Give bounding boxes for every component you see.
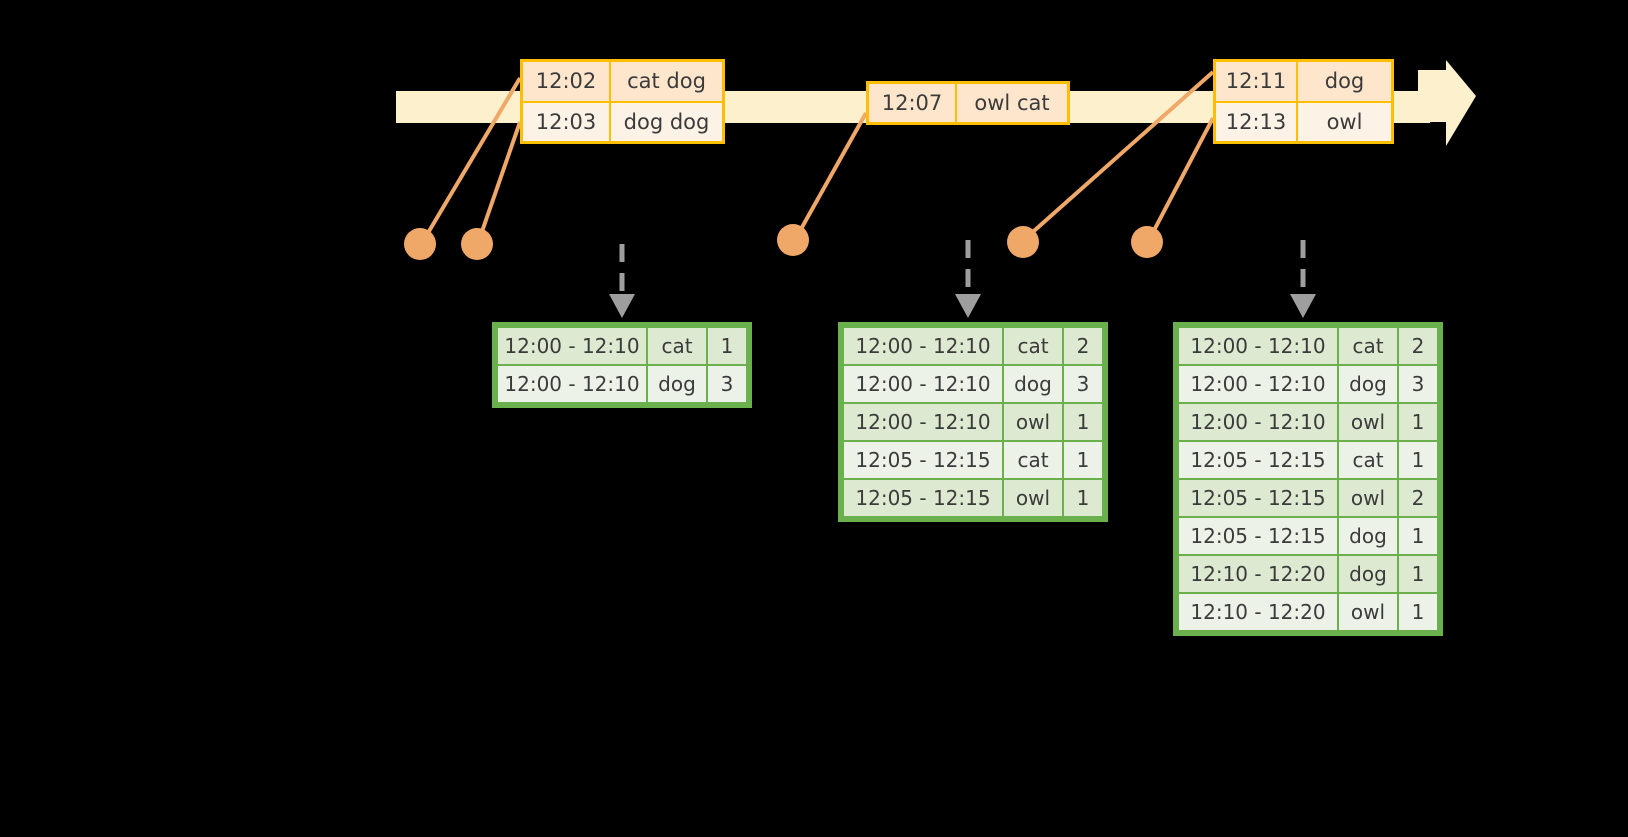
cell-word: dog (1339, 556, 1397, 592)
table-row[interactable]: 12:10 - 12:20 owl 1 (1179, 594, 1437, 630)
cell-word: dog (1004, 366, 1062, 402)
cell-count: 1 (1399, 594, 1437, 630)
table-row[interactable]: 12:00 - 12:10 cat 2 (1179, 328, 1437, 364)
cell-window: 12:05 - 12:15 (844, 480, 1002, 516)
cell-window: 12:05 - 12:15 (1179, 480, 1337, 516)
cell-count: 2 (1064, 328, 1102, 364)
cell-count: 1 (1399, 556, 1437, 592)
dashed-arrow-to-table-3 (1290, 240, 1316, 318)
cell-word: owl (1004, 404, 1062, 440)
cell-word: owl (1004, 480, 1062, 516)
cell-window: 12:00 - 12:10 (844, 366, 1002, 402)
cell-word: cat (648, 328, 706, 364)
event-time: 12:02 (523, 62, 611, 101)
table-row[interactable]: 12:05 - 12:15 owl 2 (1179, 480, 1437, 516)
cell-count: 1 (1399, 404, 1437, 440)
cell-window: 12:05 - 12:15 (1179, 518, 1337, 554)
cell-window: 12:00 - 12:10 (1179, 366, 1337, 402)
cell-count: 3 (708, 366, 746, 402)
cell-count: 3 (1064, 366, 1102, 402)
event-row[interactable]: 12:03 dog dog (523, 100, 722, 141)
connector-dot-1202 (404, 228, 436, 260)
event-words: owl cat (974, 91, 1050, 115)
cell-word: cat (1004, 442, 1062, 478)
table-row[interactable]: 12:05 - 12:15 cat 1 (1179, 442, 1437, 478)
cell-window: 12:00 - 12:10 (844, 404, 1002, 440)
table-row[interactable]: 12:05 - 12:15 owl 1 (844, 480, 1102, 516)
cell-count: 1 (708, 328, 746, 364)
dashed-arrow-to-table-2 (955, 240, 981, 318)
cell-count: 1 (1064, 404, 1102, 440)
event-time: 12:03 (523, 102, 611, 141)
table-row[interactable]: 12:00 - 12:10 cat 1 (498, 328, 746, 364)
event-time: 12:11 (1216, 62, 1298, 101)
table-row[interactable]: 12:00 - 12:10 owl 1 (1179, 404, 1437, 440)
connector-dot-1207 (777, 224, 809, 256)
event-group-3[interactable]: 12:11 dog 12:13 owl (1213, 59, 1394, 144)
connector-line-1207 (794, 112, 868, 239)
event-words: cat dog (627, 69, 706, 94)
event-row[interactable]: 12:13 owl (1216, 100, 1391, 141)
cell-word: cat (1339, 442, 1397, 478)
connector-dot-1203 (461, 228, 493, 260)
cell-window: 12:10 - 12:20 (1179, 556, 1337, 592)
event-time: 12:13 (1216, 102, 1298, 141)
table-row[interactable]: 12:00 - 12:10 dog 3 (1179, 366, 1437, 402)
table-row[interactable]: 12:00 - 12:10 cat 2 (844, 328, 1102, 364)
cell-window: 12:00 - 12:10 (1179, 404, 1337, 440)
event-row[interactable]: 12:11 dog (1216, 62, 1391, 101)
cell-count: 2 (1399, 328, 1437, 364)
cell-word: cat (1004, 328, 1062, 364)
cell-word: dog (648, 366, 706, 402)
cell-word: owl (1339, 404, 1397, 440)
table-row[interactable]: 12:10 - 12:20 dog 1 (1179, 556, 1437, 592)
event-words: dog dog (623, 109, 710, 134)
cell-word: dog (1339, 366, 1397, 402)
cell-window: 12:00 - 12:10 (1179, 328, 1337, 364)
event-words: dog (1324, 69, 1365, 94)
cell-word: owl (1339, 480, 1397, 516)
connector-line-1203 (476, 121, 522, 244)
event-row[interactable]: 12:07 owl cat (869, 84, 1067, 122)
timeline-bar-segment-1 (396, 91, 520, 123)
dashed-arrow-to-table-1 (609, 244, 635, 318)
connector-line-1213 (1148, 117, 1215, 239)
cell-window: 12:10 - 12:20 (1179, 594, 1337, 630)
cell-word: cat (1339, 328, 1397, 364)
table-row[interactable]: 12:00 - 12:10 dog 3 (844, 366, 1102, 402)
result-table-3[interactable]: 12:00 - 12:10 cat 2 12:00 - 12:10 dog 3 … (1173, 322, 1443, 636)
cell-count: 1 (1399, 518, 1437, 554)
cell-window: 12:05 - 12:15 (1179, 442, 1337, 478)
cell-window: 12:00 - 12:10 (498, 366, 646, 402)
table-row[interactable]: 12:00 - 12:10 dog 3 (498, 366, 746, 402)
event-group-1[interactable]: 12:02 cat dog 12:03 dog dog (520, 59, 725, 144)
table-row[interactable]: 12:05 - 12:15 cat 1 (844, 442, 1102, 478)
cell-count: 2 (1399, 480, 1437, 516)
result-table-1[interactable]: 12:00 - 12:10 cat 1 12:00 - 12:10 dog 3 (492, 322, 752, 408)
connector-dot-1211 (1007, 226, 1039, 258)
event-row[interactable]: 12:02 cat dog (523, 62, 722, 101)
event-words: owl (1326, 109, 1363, 134)
table-row[interactable]: 12:05 - 12:15 dog 1 (1179, 518, 1437, 554)
cell-window: 12:00 - 12:10 (844, 328, 1002, 364)
cell-word: owl (1339, 594, 1397, 630)
cell-window: 12:05 - 12:15 (844, 442, 1002, 478)
event-time: 12:07 (869, 84, 957, 122)
connector-dot-1213 (1131, 226, 1163, 258)
cell-count: 1 (1064, 480, 1102, 516)
event-group-2[interactable]: 12:07 owl cat (866, 81, 1070, 125)
timeline-bar-segment-3 (1066, 91, 1214, 123)
table-row[interactable]: 12:00 - 12:10 owl 1 (844, 404, 1102, 440)
cell-count: 3 (1399, 366, 1437, 402)
cell-window: 12:00 - 12:10 (498, 328, 646, 364)
result-table-2[interactable]: 12:00 - 12:10 cat 2 12:00 - 12:10 dog 3 … (838, 322, 1108, 522)
timeline-arrowhead-icon (1418, 60, 1476, 146)
cell-count: 1 (1064, 442, 1102, 478)
cell-word: dog (1339, 518, 1397, 554)
timeline-bar-segment-2 (718, 91, 870, 123)
cell-count: 1 (1399, 442, 1437, 478)
